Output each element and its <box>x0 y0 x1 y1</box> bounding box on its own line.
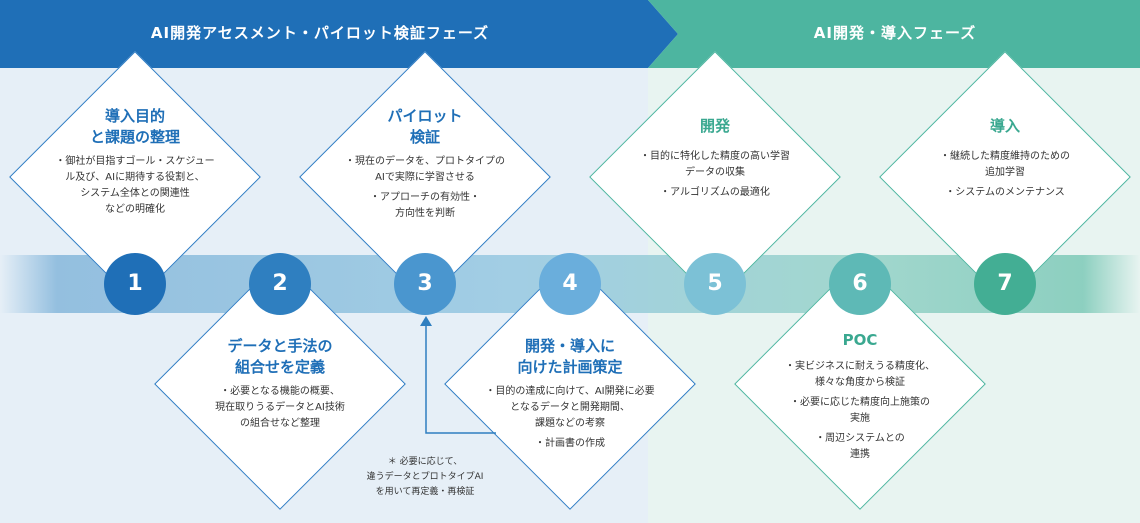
step6-content: POC ・実ビジネスに耐えうる精度化、様々な角度から検証 ・必要に応じた精度向上… <box>750 330 970 467</box>
step2-content: データと手法の 組合せを定義 ・必要となる機能の概要、 現在取りうるデータとAI… <box>170 336 390 432</box>
step2-body: ・必要となる機能の概要、 現在取りうるデータとAI技術 の組合せなど整理 <box>215 386 345 429</box>
step1-number: 1 <box>104 253 166 315</box>
step1-title: 導入目的 と課題の整理 <box>89 107 180 146</box>
step3-number: 3 <box>394 253 456 315</box>
step7-number: 7 <box>974 253 1036 315</box>
step1-body: ・御社が目指すゴール・スケジュー ル及び、AIに期待する役割と、 システム全体と… <box>55 156 215 215</box>
step4-body: ・目的の達成に向けて、AI開発に必要となるデータと開発期間、課題などの考察 ・計… <box>485 386 655 449</box>
step1-content: 導入目的 と課題の整理 ・御社が目指すゴール・スケジュー ル及び、AIに期待する… <box>25 106 245 218</box>
step3-title: パイロット 検証 <box>387 107 463 146</box>
step7-title: 導入 <box>989 117 1020 135</box>
phase2-header-arrow <box>648 0 1140 68</box>
step4-content: 開発・導入に 向けた計画策定 ・目的の達成に向けて、AI開発に必要となるデータと… <box>460 336 680 456</box>
step5-body: ・目的に特化した精度の高い学習データの収集 ・アルゴリズムの最適化 <box>640 151 790 198</box>
step6-title: POC <box>842 331 878 349</box>
step4-title: 開発・導入に 向けた計画策定 <box>517 337 623 376</box>
step5-content: 開発 ・目的に特化した精度の高い学習データの収集 ・アルゴリズムの最適化 <box>605 116 825 205</box>
step2-title: データと手法の 組合せを定義 <box>227 337 333 376</box>
step4-number: 4 <box>539 253 601 315</box>
step5-number: 5 <box>684 253 746 315</box>
step7-content: 導入 ・継続した精度維持のための追加学習 ・システムのメンテナンス <box>895 116 1115 205</box>
step5-title: 開発 <box>699 117 730 135</box>
revalidation-note: ＊ 必要に応じて、 違うデータとプロトタイプAI を用いて再定義・再検証 <box>366 457 484 497</box>
step6-number: 6 <box>829 253 891 315</box>
step7-body: ・継続した精度維持のための追加学習 ・システムのメンテナンス <box>940 151 1070 198</box>
phase2-title: AI開発・導入フェーズ <box>813 24 977 42</box>
step2-number: 2 <box>249 253 311 315</box>
phase1-header-arrow <box>0 0 678 68</box>
phase1-title: AI開発アセスメント・パイロット検証フェーズ <box>150 24 490 42</box>
step6-body: ・実ビジネスに耐えうる精度化、様々な角度から検証 ・必要に応じた精度向上施策の実… <box>785 361 935 460</box>
